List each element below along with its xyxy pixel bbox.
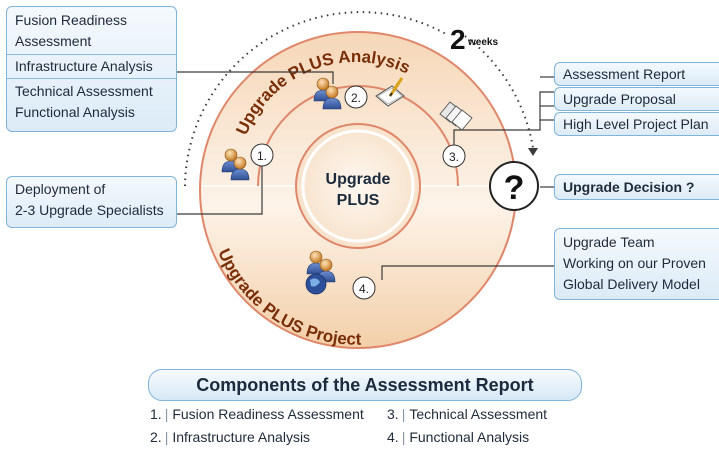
components-title: Components of the Assessment Report bbox=[148, 369, 582, 401]
timeline-dotted-arc bbox=[184, 11, 447, 187]
team-line1: Upgrade Team bbox=[563, 234, 655, 250]
duration-number: 2 bbox=[450, 24, 466, 55]
component-item-1: 1.|Fusion Readiness Assessment bbox=[150, 406, 364, 422]
deliverable-project-plan: High Level Project Plan bbox=[554, 112, 719, 136]
deliverables-list: Assessment Report Upgrade Proposal High … bbox=[554, 62, 719, 136]
step-2: 2. bbox=[344, 85, 368, 109]
globe-people-icon bbox=[305, 250, 336, 295]
team-line2: Working on our Proven bbox=[563, 255, 706, 271]
svg-text:4.: 4. bbox=[359, 282, 369, 296]
scope-item-technical: Technical Assessment Functional Analysis bbox=[15, 83, 153, 120]
analysis-scope-box: Fusion Readiness Assessment Infrastructu… bbox=[6, 6, 177, 132]
notepad-icon bbox=[375, 77, 405, 107]
center-label-line1: Upgrade bbox=[326, 171, 391, 188]
component-item-4: 4.|Functional Analysis bbox=[387, 429, 530, 445]
step-3: 3. bbox=[442, 144, 466, 168]
step-4: 4. bbox=[352, 276, 376, 300]
component-item-2: 2.|Infrastructure Analysis bbox=[150, 429, 311, 445]
duration-unit: weeks bbox=[467, 37, 498, 48]
timeline-dotted-arc-right bbox=[464, 35, 534, 149]
deployment-box: Deployment of 2-3 Upgrade Specialists bbox=[6, 176, 177, 228]
deployment-line2: 2-3 Upgrade Specialists bbox=[15, 202, 164, 218]
svg-text:?: ? bbox=[504, 169, 525, 207]
svg-text:1.: 1. bbox=[257, 149, 267, 163]
svg-text:3.: 3. bbox=[449, 150, 459, 164]
documents-icon bbox=[439, 101, 473, 131]
step-1: 1. bbox=[250, 143, 274, 167]
inner-circle-white-ring bbox=[301, 129, 415, 243]
scope-item-infrastructure: Infrastructure Analysis bbox=[7, 55, 176, 79]
timeline-arrowhead bbox=[528, 148, 538, 156]
decision-label: Upgrade Decision ? bbox=[554, 174, 719, 200]
component-item-3: 3.|Technical Assessment bbox=[387, 406, 548, 422]
scope-item-fusion: Fusion Readiness Assessment bbox=[7, 7, 176, 55]
team-line3: Global Delivery Model bbox=[563, 276, 700, 292]
components-panel: Components of the Assessment Report 1.|F… bbox=[138, 365, 592, 449]
deployment-line1: Deployment of bbox=[15, 181, 106, 197]
deliverable-upgrade-proposal: Upgrade Proposal bbox=[554, 87, 719, 111]
svg-text:2.: 2. bbox=[351, 91, 361, 105]
inner-circle bbox=[295, 123, 421, 249]
decision-circle: ? bbox=[489, 161, 539, 211]
team-box: Upgrade Team Working on our Proven Globa… bbox=[554, 228, 719, 300]
connector-lines bbox=[176, 71, 554, 280]
center-label-line2: PLUS bbox=[337, 192, 380, 209]
deliverable-assessment-report: Assessment Report bbox=[554, 62, 719, 86]
